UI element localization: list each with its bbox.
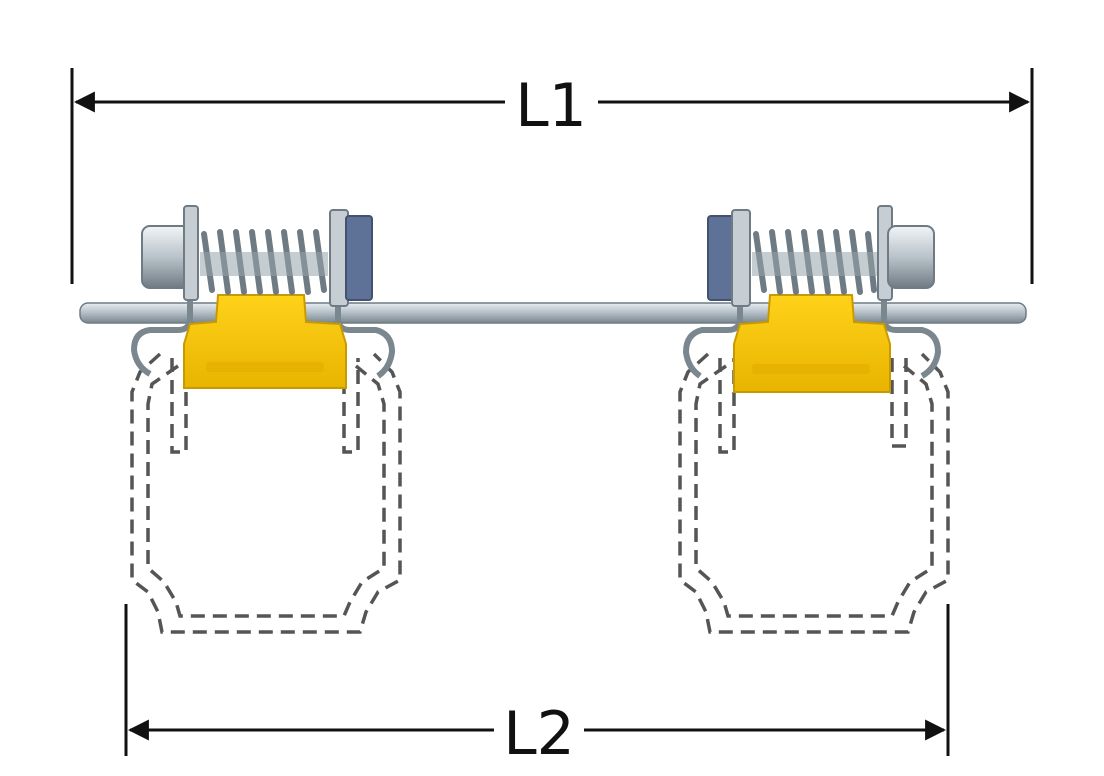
l2-label: L2 [503, 699, 575, 769]
left-nut [345, 215, 373, 301]
l1-label: L1 [515, 71, 587, 141]
dimension-l2: L2 [124, 604, 950, 769]
left-bracket-left [130, 210, 193, 377]
right-bolt-head [887, 225, 935, 289]
right-bracket-right [881, 210, 942, 379]
right-washer-left [731, 209, 751, 307]
left-bolt-head [141, 225, 191, 289]
left-mount-assembly [130, 205, 402, 634]
right-nut [707, 215, 735, 301]
right-mount-assembly [678, 205, 950, 634]
right-clip [733, 294, 891, 393]
right-profile-outline [678, 352, 950, 634]
left-washer-left [183, 205, 199, 301]
right-bracket-left [682, 212, 743, 379]
dimension-l1: L1 [70, 68, 1034, 284]
left-profile-outline [130, 352, 402, 634]
left-clip [183, 294, 347, 389]
